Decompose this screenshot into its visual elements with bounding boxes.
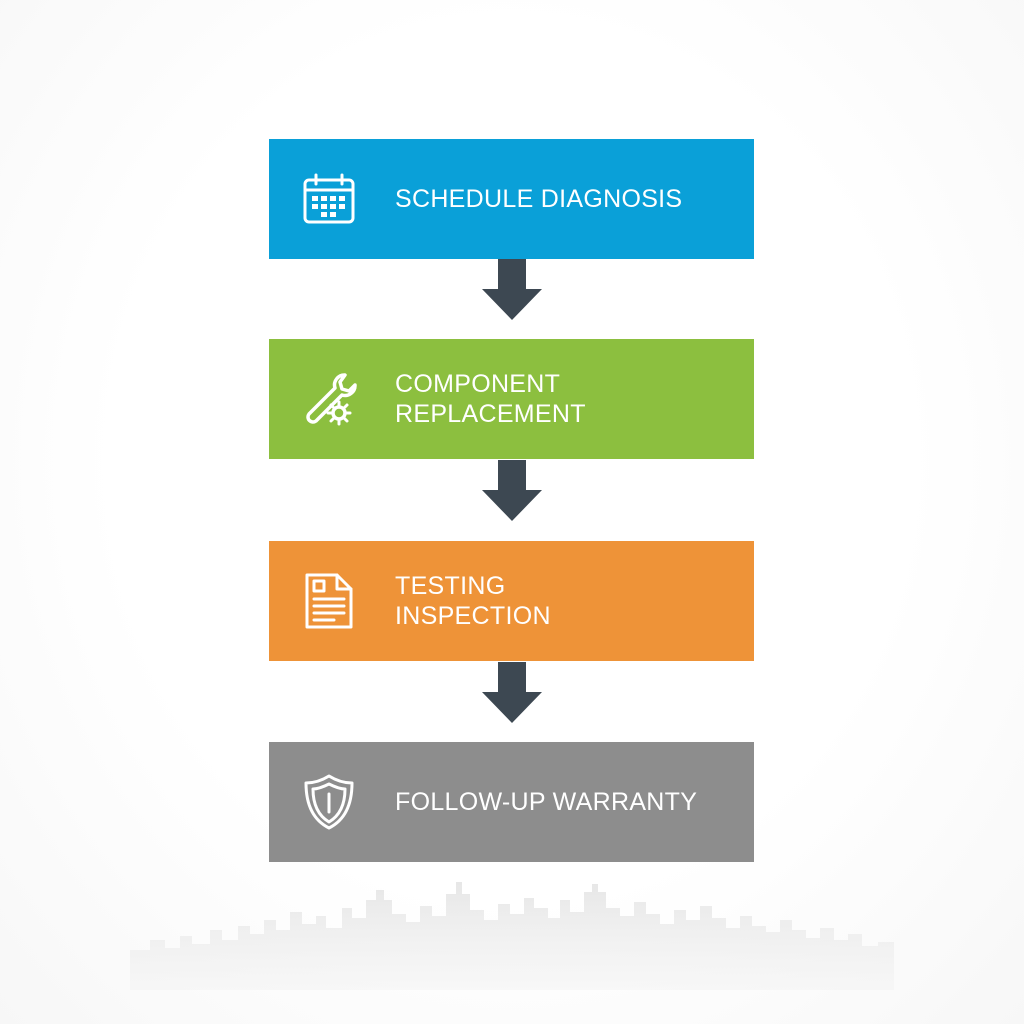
step-follow-up-warranty: FOLLOW-UP WARRANTY <box>269 742 754 862</box>
arrow-down-icon <box>482 662 542 723</box>
step-testing-inspection: TESTING INSPECTION <box>269 541 754 661</box>
step-label: TESTING INSPECTION <box>395 572 551 630</box>
shield-icon <box>299 772 359 832</box>
step-label: COMPONENT REPLACEMENT <box>395 370 586 428</box>
document-icon <box>299 571 359 631</box>
step-schedule-diagnosis: SCHEDULE DIAGNOSIS <box>269 139 754 259</box>
step-label: SCHEDULE DIAGNOSIS <box>395 185 683 213</box>
arrow-down-icon <box>482 460 542 521</box>
wrench-gear-icon <box>299 369 359 429</box>
calendar-icon <box>299 169 359 229</box>
arrow-down-icon <box>482 259 542 320</box>
city-skyline-silhouette <box>130 882 894 990</box>
step-label: FOLLOW-UP WARRANTY <box>395 788 698 816</box>
step-component-replacement: COMPONENT REPLACEMENT <box>269 339 754 459</box>
